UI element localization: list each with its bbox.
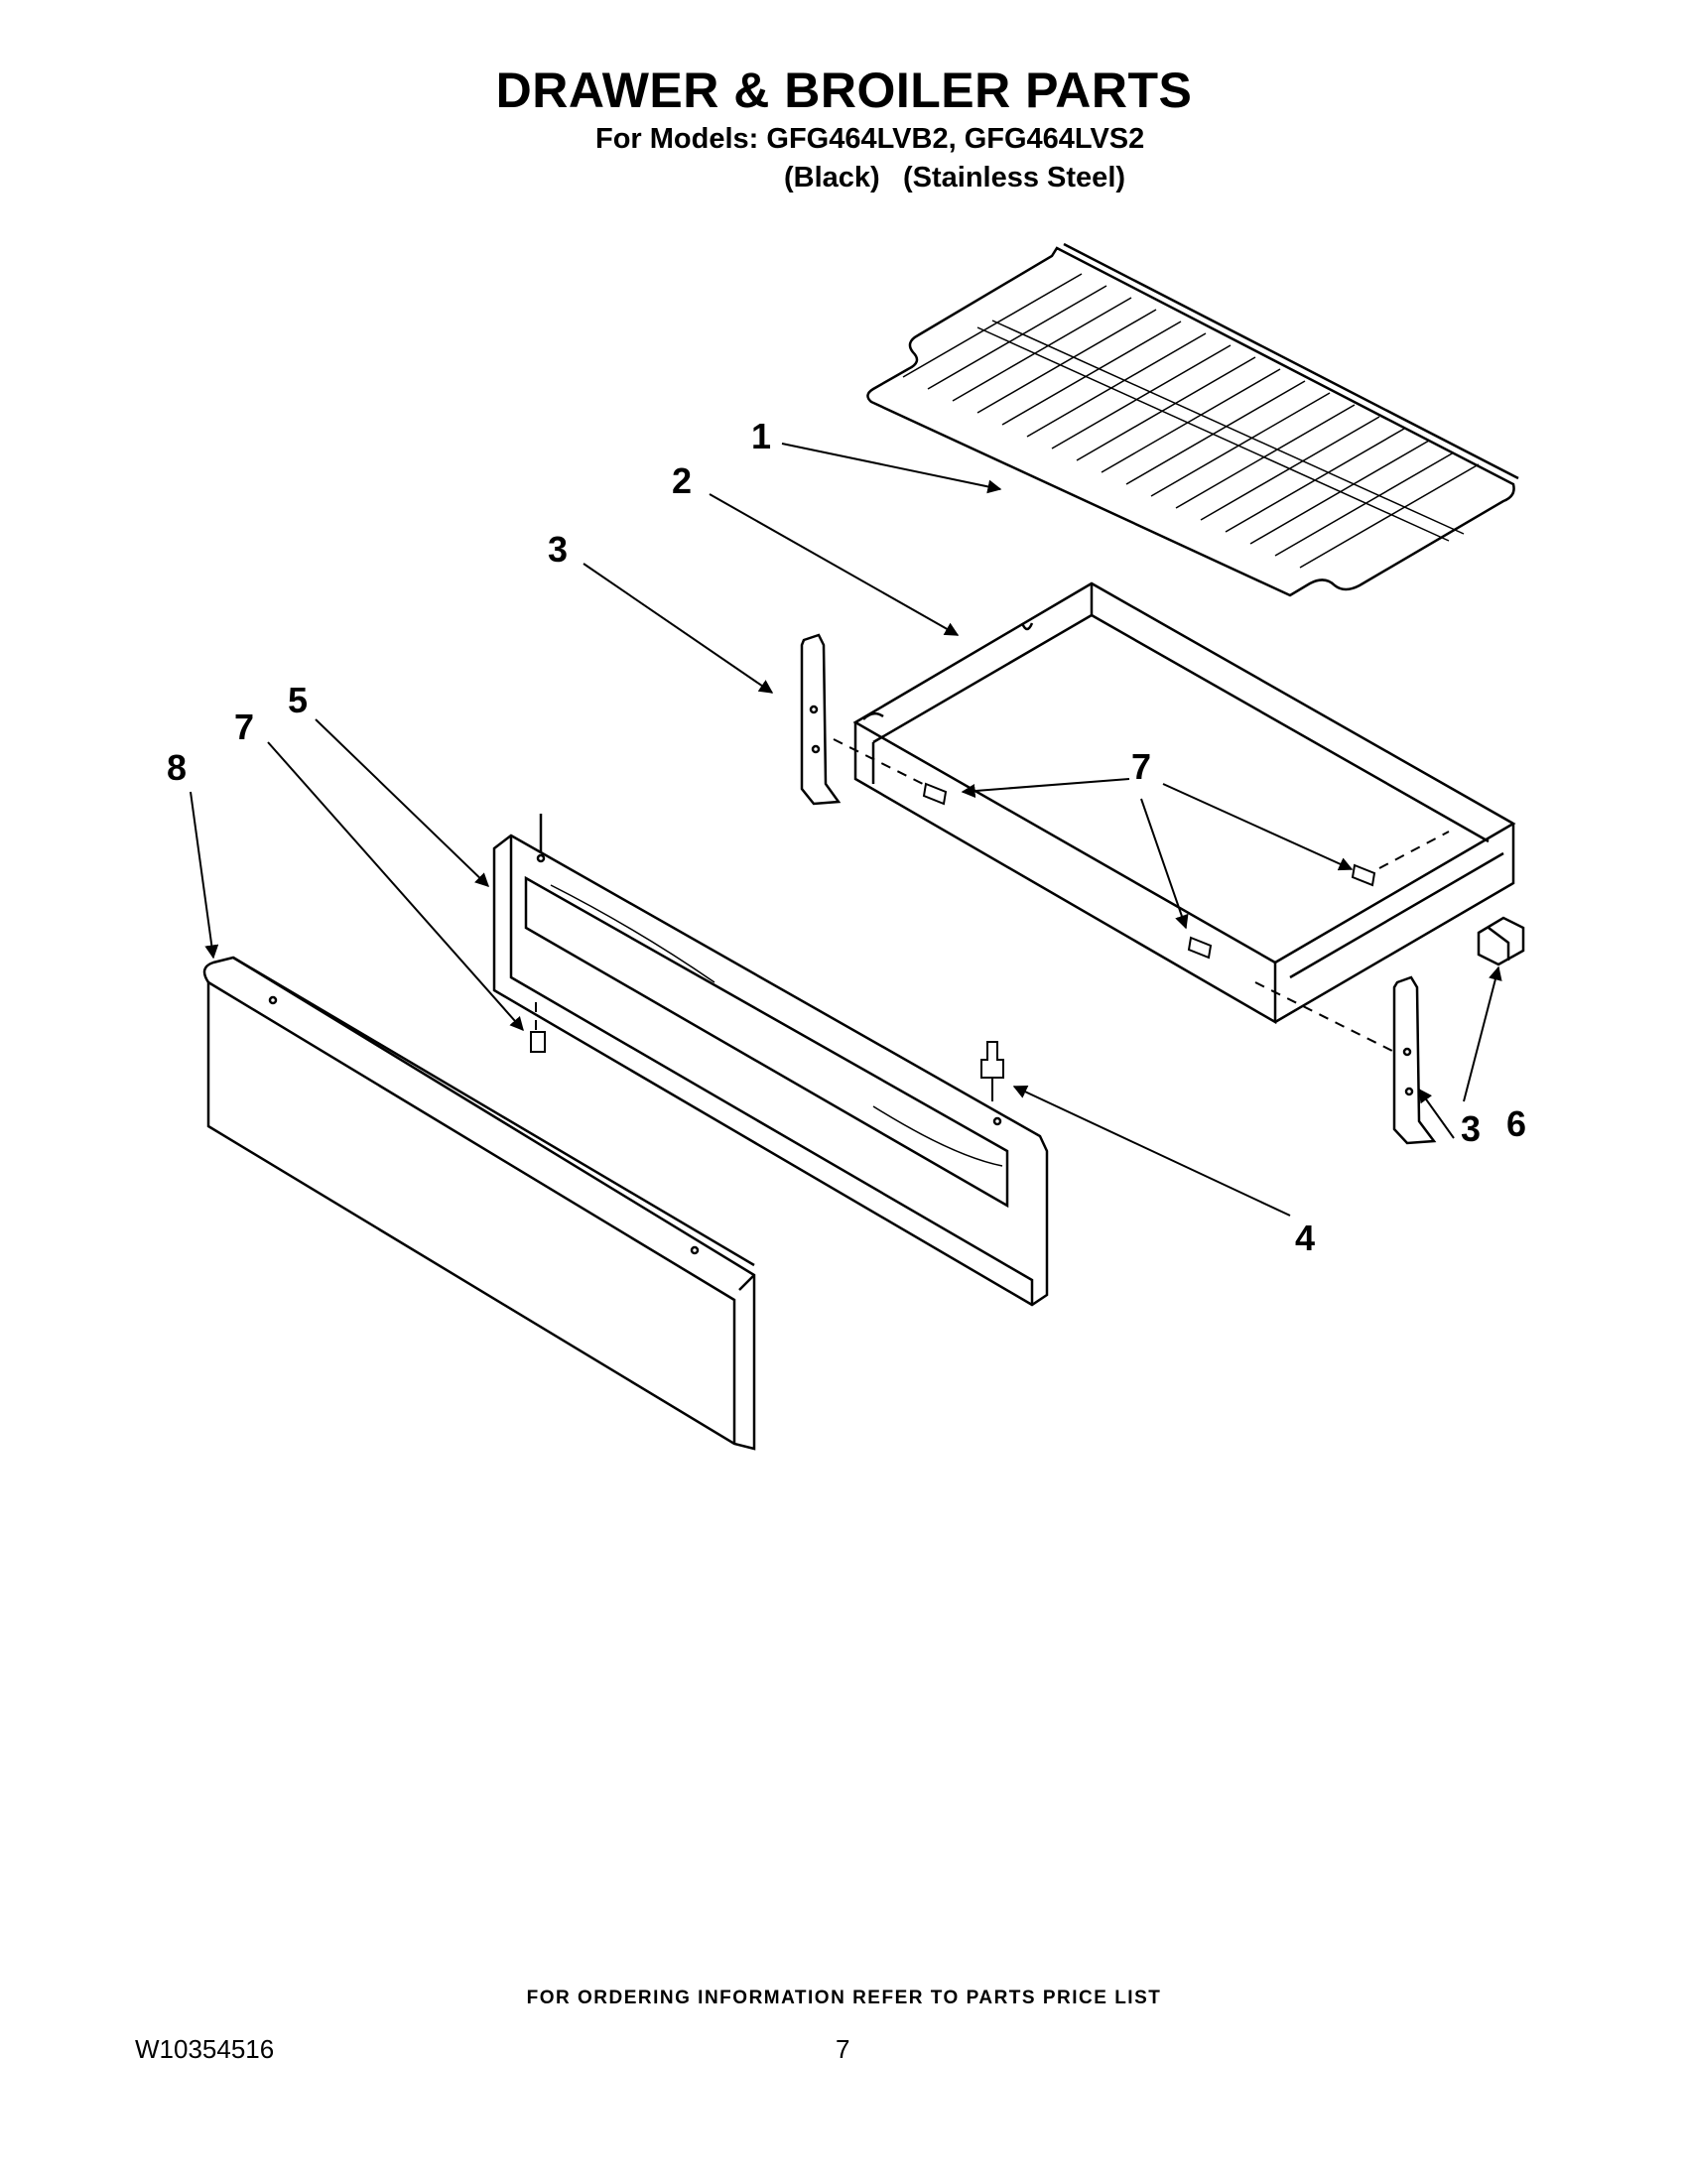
clip-part-6	[1477, 916, 1525, 966]
drawer-front-trim	[202, 956, 756, 1451]
drawer-pan	[852, 581, 1516, 1025]
drawer-front-panel	[492, 814, 1049, 1307]
callout-3-right: 3	[1461, 1108, 1481, 1149]
callout-7-right: 7	[1131, 746, 1151, 787]
callout-8: 8	[167, 747, 187, 788]
callout-3-left: 3	[548, 529, 568, 570]
callout-4: 4	[1295, 1218, 1315, 1258]
alignment-lines	[535, 738, 1450, 1053]
variant-stainless-label: (Stainless Steel)	[903, 162, 1126, 193]
leader-arrows	[190, 443, 1502, 1217]
callout-2: 2	[672, 460, 692, 501]
model-numbers: For Models: GFG464LVB2, GFG464LVS2	[595, 123, 1145, 155]
ordering-info-note: FOR ORDERING INFORMATION REFER TO PARTS …	[526, 1988, 1162, 2008]
pin-part-4	[980, 1041, 1004, 1101]
broiler-rack	[866, 242, 1519, 597]
callout-1: 1	[751, 416, 771, 456]
page-number: 7	[836, 2034, 850, 2064]
slide-guide-right	[1392, 975, 1437, 1145]
screw-part-7	[530, 782, 1376, 1053]
callout-5: 5	[288, 680, 308, 720]
variant-black-label: (Black)	[784, 162, 880, 193]
page-title: DRAWER & BROILER PARTS	[495, 63, 1193, 118]
document-number: W10354516	[135, 2034, 275, 2064]
callout-6: 6	[1506, 1103, 1526, 1144]
callout-7-left: 7	[234, 707, 254, 747]
slide-guide-left	[800, 633, 842, 806]
